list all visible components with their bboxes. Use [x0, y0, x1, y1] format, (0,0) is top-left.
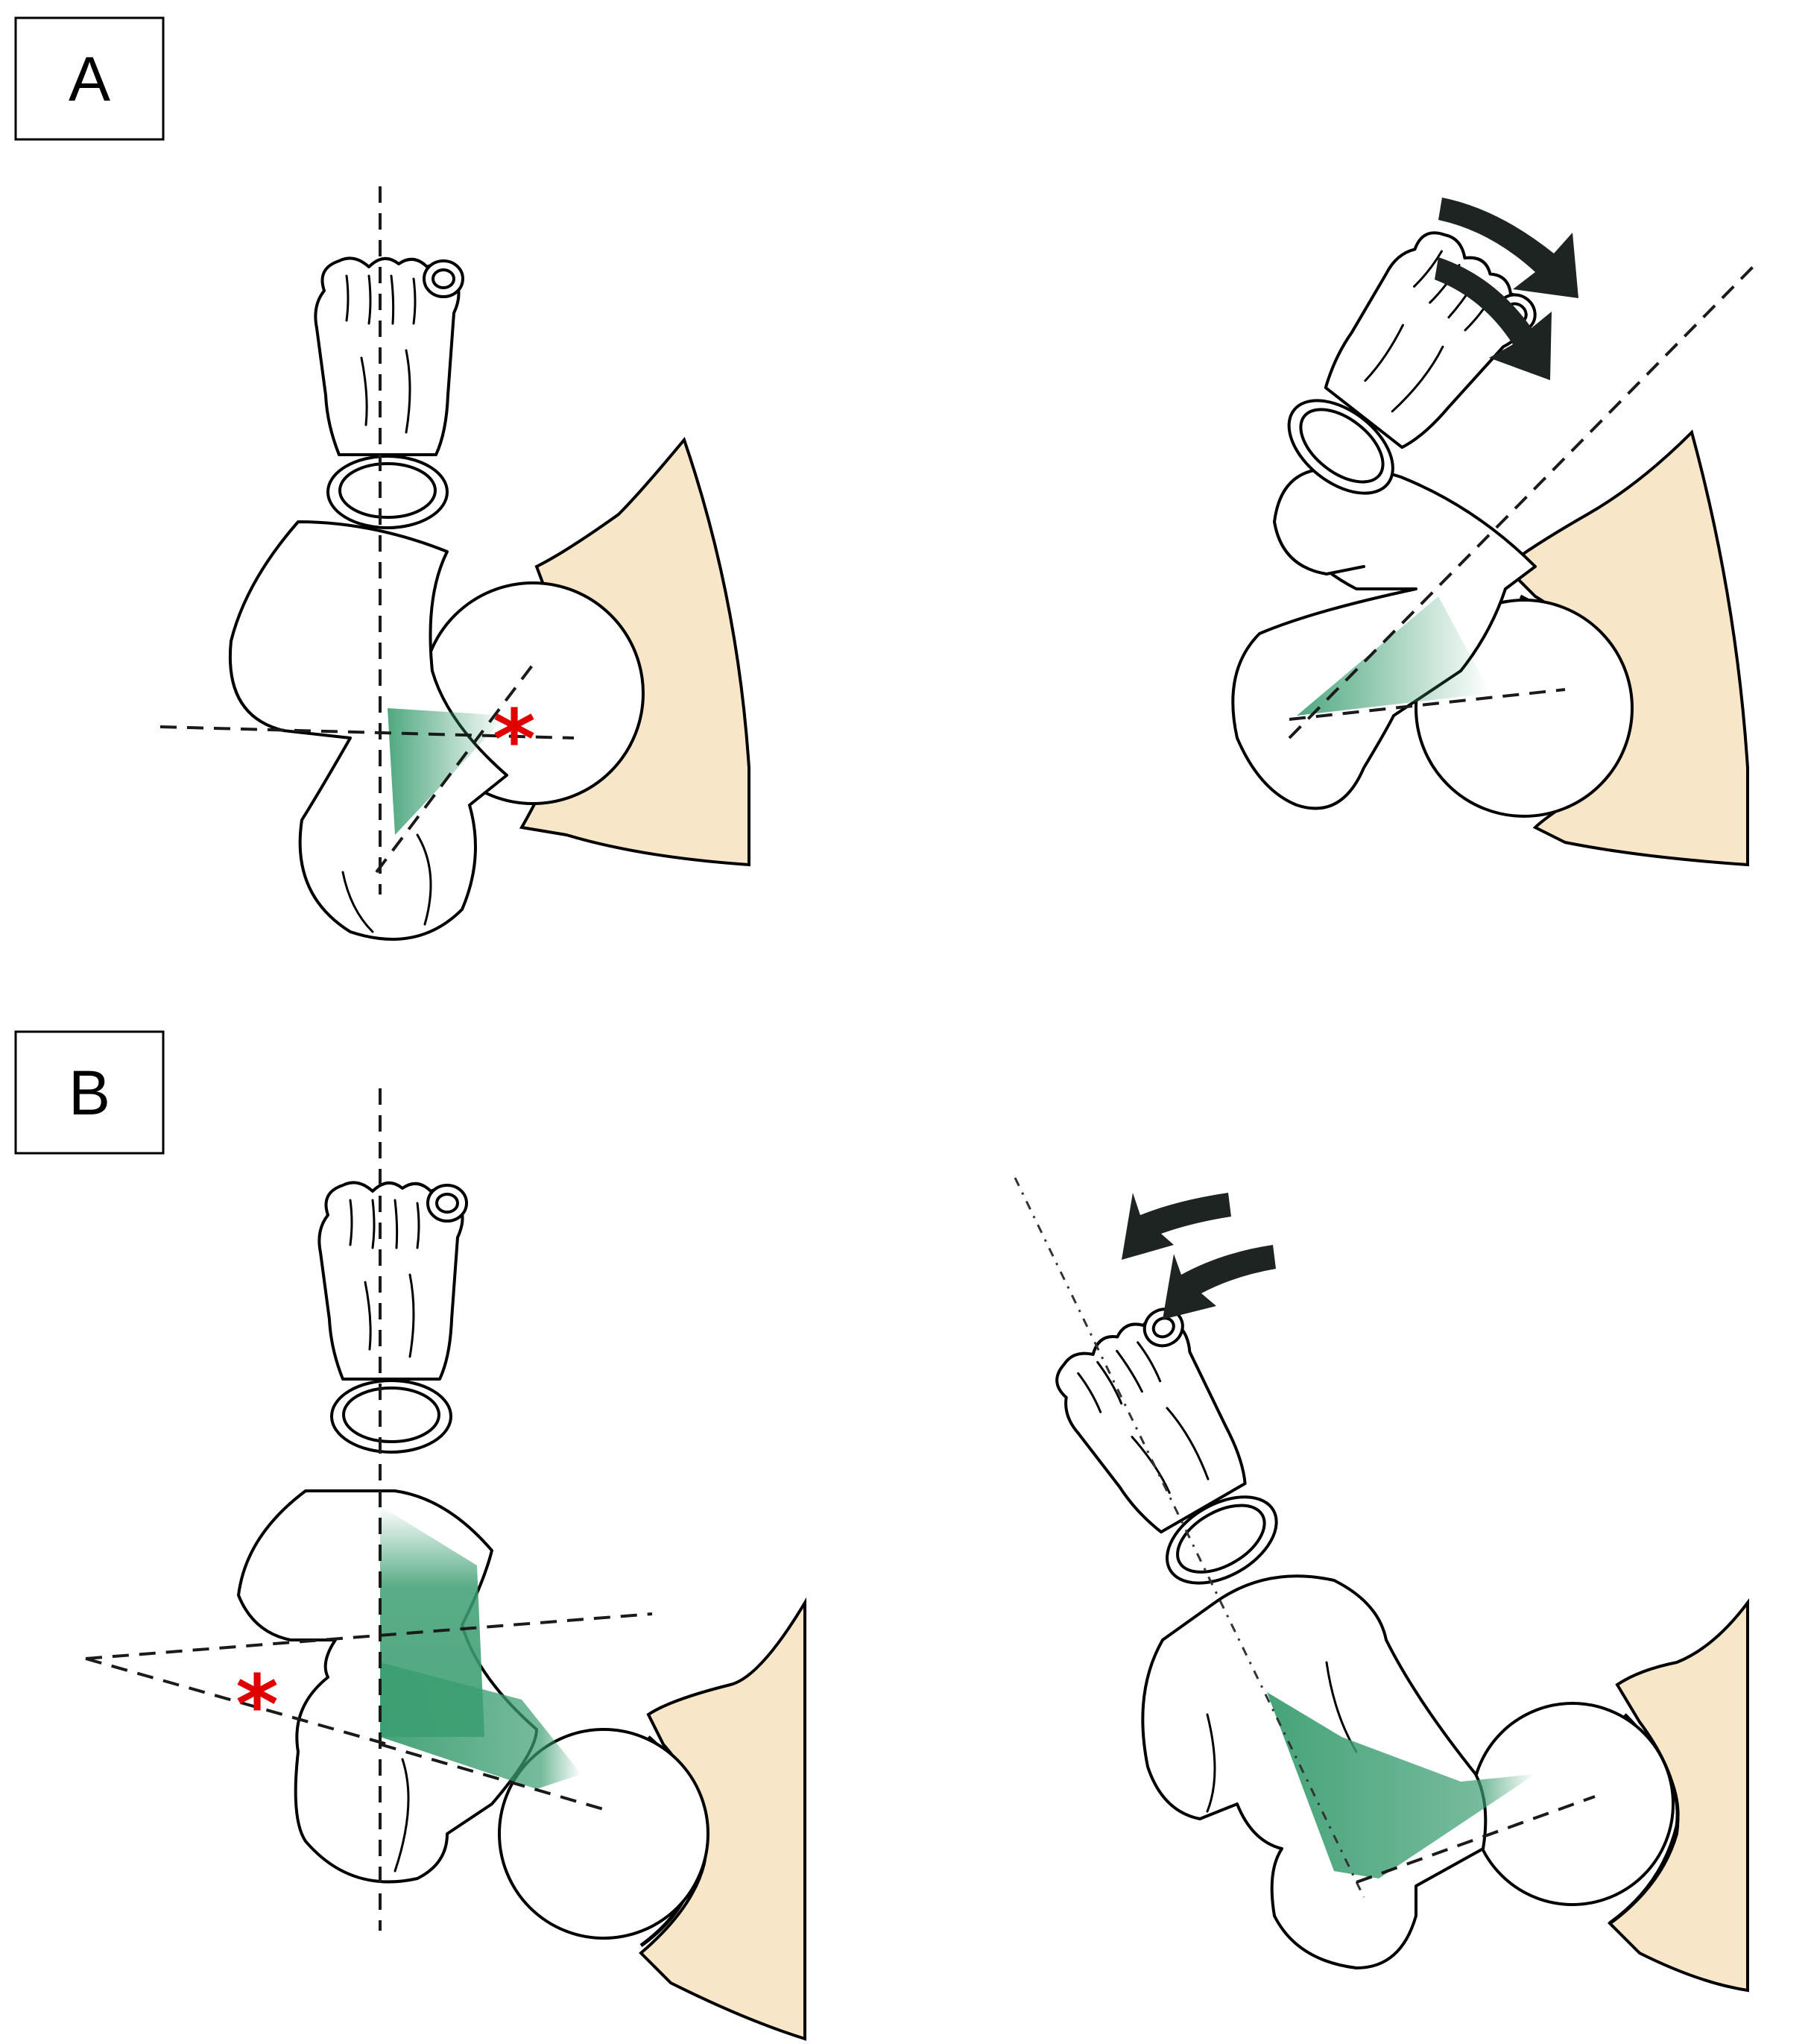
foot-icon [315, 258, 463, 528]
panel-b-label-box [14, 1030, 165, 1155]
curved-arrow-icon [1163, 1245, 1276, 1319]
panel-a-internal-rotation-view [1231, 198, 1760, 867]
curved-arrow-icon [1435, 257, 1552, 380]
anteversion-angle-area [1297, 596, 1491, 716]
asterisk-icon: * [236, 1657, 279, 1753]
asterisk-icon: * [493, 692, 536, 787]
panel-b-neutral-view: * [85, 1088, 806, 2041]
panel-b-label: B [69, 1058, 110, 1128]
curved-arrow-icon [1122, 1193, 1231, 1260]
femoral-condyles [1273, 467, 1365, 575]
femoral-neck-axis [375, 658, 538, 874]
reference-line-upper [85, 1612, 653, 1660]
panel-a: A * [14, 16, 1760, 941]
femoral-neck-axis [1288, 259, 1760, 739]
panel-a-label-box [14, 16, 165, 141]
horizontal-axis [159, 725, 575, 739]
femoral-neck-axis [379, 1743, 612, 1813]
foot-icon [1043, 1300, 1305, 1607]
horizontal-axis [1289, 688, 1566, 721]
foot-axis [1014, 1177, 1365, 1898]
panel-a-neutral-view: * [159, 186, 750, 941]
femoral-neck-axis [1356, 1795, 1596, 1884]
version-angle-area-neck [380, 1662, 581, 1789]
panel-a-label: A [69, 44, 110, 114]
femoral-shaft [228, 520, 508, 941]
version-angle-area [1267, 1692, 1535, 1879]
panel-b-external-rotation-view [1014, 1177, 1749, 1993]
curved-arrow-icon [1438, 198, 1578, 298]
panel-b: B * [14, 1030, 1749, 2041]
foot-icon [319, 1182, 467, 1452]
